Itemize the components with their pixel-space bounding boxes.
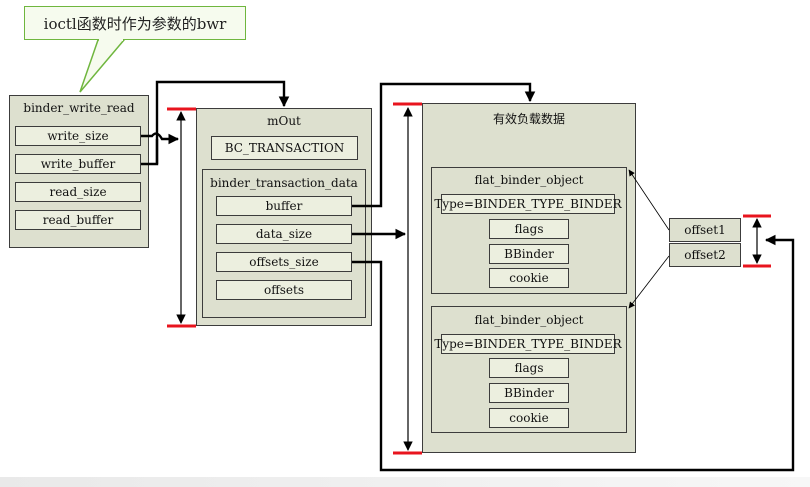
bottom-strip [0, 477, 810, 487]
bwr-field-read-size: read_size [15, 182, 141, 202]
fbo2-field-flags: flags [489, 358, 569, 378]
transaction-data-title: binder_transaction_data [210, 176, 358, 190]
offsets-size-loop-arrow [352, 234, 795, 472]
fbo2-field-cookie: cookie [489, 408, 569, 428]
tr-field-offsets: offsets [216, 280, 352, 300]
tr-field-data-size: data_size [216, 224, 352, 244]
fbo1-field-bbinder: BBinder [489, 244, 569, 264]
buffer-to-payload-arrow [352, 82, 536, 208]
offset1-pointer [628, 169, 670, 231]
bwr-title: binder_write_read [23, 101, 135, 115]
write-size-arrow [141, 132, 180, 145]
payload-title: 有效负载数据 [492, 112, 565, 126]
mout-command-field: BC_TRANSACTION [211, 136, 358, 160]
fbo1-field-type: Type=BINDER_TYPE_BINDER [434, 194, 622, 214]
flat-binder-object-2-title: flat_binder_object [474, 313, 584, 327]
callout-note: ioctl函数时作为参数的bwr [24, 6, 246, 40]
offset2-pointer [628, 255, 670, 309]
bwr-field-read-buffer: read_buffer [15, 210, 141, 230]
callout-text: ioctl函数时作为参数的bwr [43, 14, 227, 33]
fbo1-field-flags: flags [489, 219, 569, 239]
mout-title: mOut [267, 114, 301, 128]
fbo2-field-bbinder: BBinder [489, 383, 569, 403]
offset2-field: offset2 [669, 243, 741, 267]
tr-field-offsets-size: offsets_size [216, 252, 352, 272]
fbo1-field-cookie: cookie [489, 268, 569, 288]
callout-pointer [79, 39, 126, 93]
bwr-field-write-buffer: write_buffer [15, 154, 141, 174]
tr-field-buffer: buffer [216, 196, 352, 216]
write-buffer-to-mout-arrow [155, 80, 290, 164]
fbo2-field-type: Type=BINDER_TYPE_BINDER [434, 334, 622, 354]
flat-binder-object-1-title: flat_binder_object [474, 173, 584, 187]
write-buffer-wire [141, 139, 159, 166]
bwr-field-write-size: write_size [15, 126, 141, 146]
offset1-field: offset1 [669, 218, 741, 242]
